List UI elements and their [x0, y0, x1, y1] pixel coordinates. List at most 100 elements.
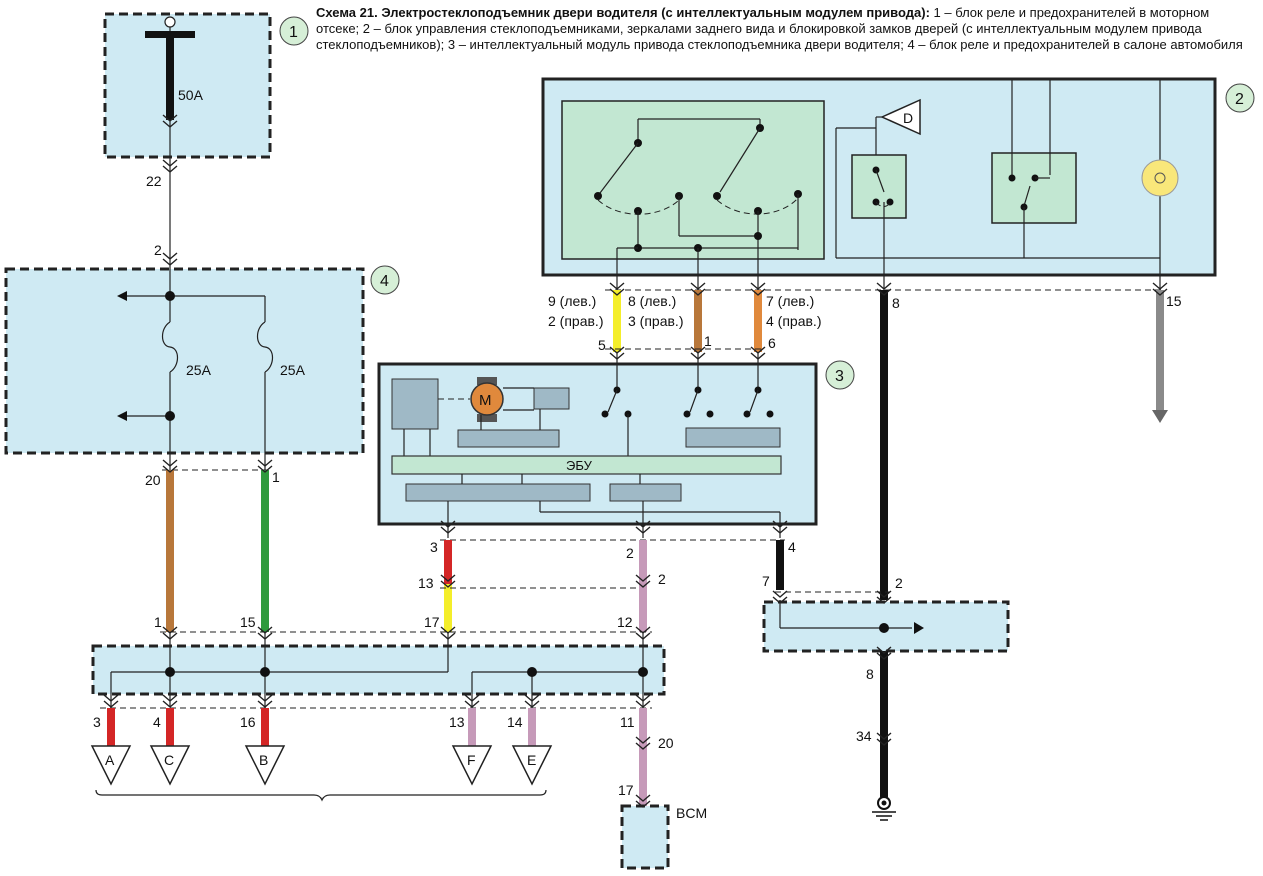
svg-text:A: A	[105, 752, 115, 768]
pin-label-4-right: 4 (прав.)	[766, 313, 821, 329]
pin-chevron	[257, 694, 273, 708]
pin-4: 4	[788, 539, 796, 555]
pin-chevron	[772, 590, 788, 604]
pin-chevron	[162, 114, 178, 128]
arrow-left-icon	[117, 411, 127, 421]
pin-chevron	[162, 159, 178, 173]
pin-4b: 4	[153, 714, 161, 730]
ground-icon	[872, 796, 896, 821]
wire-black-lock	[776, 540, 784, 590]
window-switch-panel	[561, 100, 825, 260]
bcm-label: BCM	[676, 805, 707, 821]
pin-11: 11	[620, 714, 635, 730]
pin-chevron	[876, 732, 892, 746]
pin-chevron	[440, 574, 456, 588]
pin-2d: 2	[895, 575, 903, 591]
pin-17b: 17	[618, 782, 634, 798]
wire-red-a	[107, 708, 115, 746]
pin-chevron	[635, 736, 651, 750]
pin-1a: 1	[272, 469, 280, 485]
svg-text:M: M	[479, 392, 492, 409]
fuse-25a-right-label: 25A	[280, 362, 306, 378]
pin-8-bottom: 8	[866, 666, 874, 682]
pin-14: 14	[507, 714, 523, 730]
diode-icon: D	[835, 98, 1160, 259]
pin-label-7-left: 7 (лев.)	[766, 293, 814, 309]
pin-16: 16	[240, 714, 256, 730]
pin-chevron	[772, 520, 788, 534]
pin-chevron	[1152, 282, 1168, 296]
wire-pink-bcm	[639, 708, 647, 806]
junction-internal-wiring	[110, 632, 648, 706]
wire-brown-power	[166, 470, 174, 632]
diagram-caption: Схема 21. Электростеклоподъемник двери в…	[316, 5, 1256, 53]
callout-1: 1	[279, 16, 309, 46]
arrow-left-icon	[914, 622, 924, 634]
pin-chevron	[750, 346, 766, 360]
svg-text:B: B	[259, 752, 268, 768]
svg-text:2: 2	[1235, 91, 1244, 108]
pin-chevron	[162, 459, 178, 473]
pin-6: 6	[768, 335, 776, 351]
svg-text:3: 3	[835, 368, 844, 385]
pin-20: 20	[145, 472, 161, 488]
pin-15b: 15	[240, 614, 256, 630]
wire-yellow	[613, 290, 621, 352]
connector-a: A	[90, 745, 132, 786]
fuse-25a-left-label: 25A	[186, 362, 212, 378]
wire-pink-e	[528, 708, 536, 746]
relay-block	[533, 387, 570, 410]
pin-chevron	[162, 252, 178, 266]
pin-7: 7	[762, 573, 770, 589]
pin-label-3-right: 3 (прав.)	[628, 313, 683, 329]
pin-3: 3	[430, 539, 438, 555]
pin-22: 22	[146, 173, 162, 189]
callout-4: 4	[370, 265, 400, 295]
pin-17a: 17	[424, 614, 440, 630]
pin-chevron	[440, 626, 456, 640]
pin-chevron	[690, 346, 706, 360]
arrow-down-icon	[1152, 410, 1168, 423]
pin-2c: 2	[658, 571, 666, 587]
pin-chevron	[440, 520, 456, 534]
motor-icon: M	[470, 377, 504, 422]
fuse-50a-icon	[166, 38, 174, 120]
caption-text: 1 – блок реле и предохранителей в моторн…	[316, 5, 1243, 52]
pin-1: 1	[704, 333, 712, 349]
pin-chevron	[103, 694, 119, 708]
svg-text:1: 1	[289, 24, 298, 41]
callout-3: 3	[825, 360, 855, 390]
pin-chevron	[257, 626, 273, 640]
pin-chevron	[635, 520, 651, 534]
group-brace	[95, 789, 547, 802]
driver-block-left	[457, 429, 560, 448]
window-switch-contacts	[594, 118, 802, 290]
wire-brown	[694, 290, 702, 352]
interface-block-left	[405, 483, 591, 502]
arrow-left-icon	[117, 291, 127, 301]
pin-chevron	[690, 282, 706, 296]
pin-chevron	[635, 626, 651, 640]
illumination-lamp-icon	[1141, 159, 1179, 197]
ecu-label: ЭБУ	[566, 458, 593, 473]
pin-chevron	[876, 646, 892, 660]
driver-block-right	[685, 427, 781, 448]
terminal-chevrons	[103, 114, 1168, 808]
ecu-bar	[391, 455, 782, 475]
bcm-block	[620, 804, 670, 870]
sensor-block	[391, 378, 439, 430]
pin-13: 13	[418, 575, 434, 591]
pin-chevron	[750, 282, 766, 296]
wire-red-b	[261, 708, 269, 746]
pin-3b: 3	[93, 714, 101, 730]
bottom-junction-block	[91, 644, 666, 696]
pin-chevron	[524, 694, 540, 708]
pin-chevron	[162, 626, 178, 640]
wire-green	[261, 470, 269, 632]
pin-chevron	[876, 282, 892, 296]
connector-e: E	[511, 745, 553, 786]
busbar	[145, 31, 195, 38]
interface-block-right	[609, 483, 682, 502]
lock-switch-module	[851, 154, 907, 219]
